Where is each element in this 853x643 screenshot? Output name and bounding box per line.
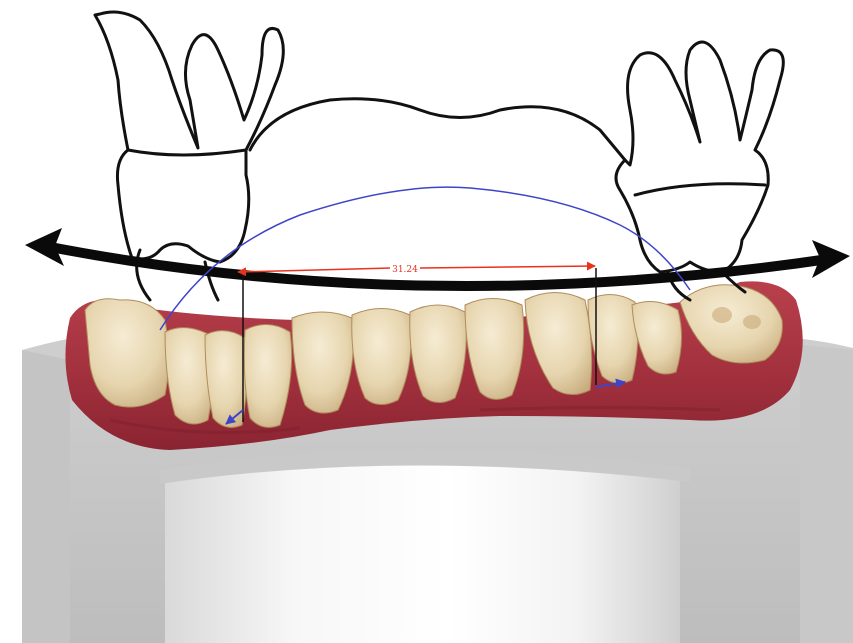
left-molar-outline [95, 12, 283, 262]
measurement: 31.24 [238, 265, 595, 275]
measurement-label: 31.24 [392, 265, 418, 275]
pedestal [160, 449, 690, 643]
upper-teeth-outline [95, 12, 783, 300]
palate-outline [250, 99, 625, 160]
measurement-line-left [238, 268, 390, 272]
measurement-line-right [420, 266, 595, 268]
